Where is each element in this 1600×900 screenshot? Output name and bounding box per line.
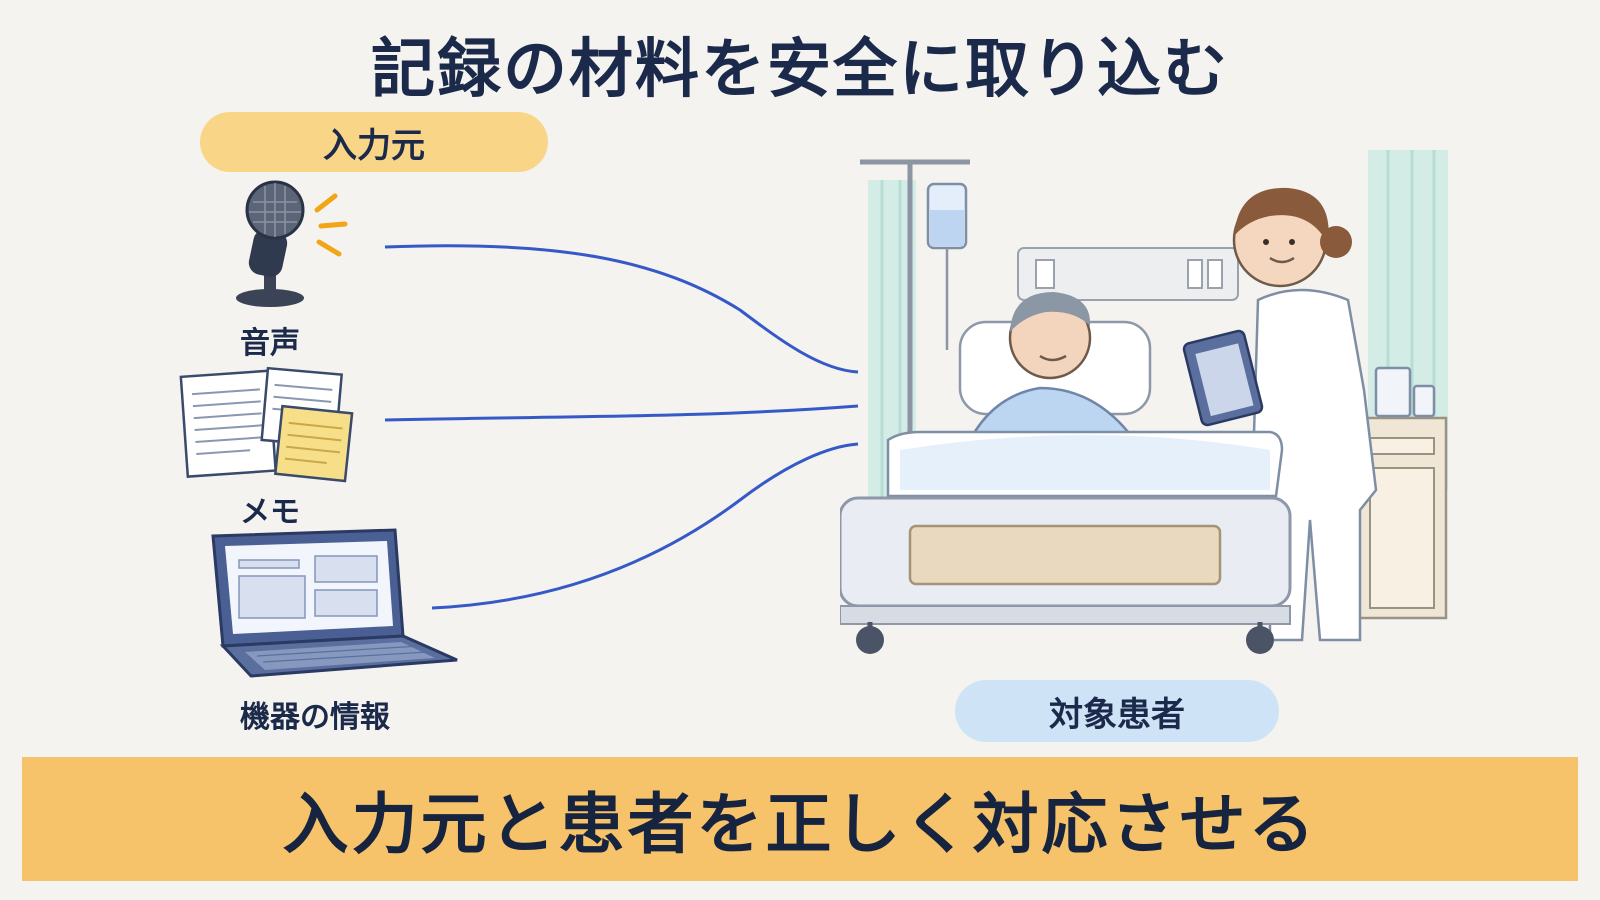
source-label-notes: メモ bbox=[240, 495, 300, 530]
summary-banner: 入力元と患者を正しく対応させる bbox=[22, 757, 1578, 881]
source-label-device: 機器の情報 bbox=[240, 700, 390, 735]
summary-banner-text: 入力元と患者を正しく対応させる bbox=[282, 786, 1318, 863]
hospital-bed-scene-icon bbox=[840, 150, 1480, 680]
connector-voice bbox=[384, 244, 859, 374]
notes-icon bbox=[178, 365, 358, 483]
source-pill: 入力元 bbox=[200, 112, 548, 172]
target-patient-label: 対象患者 bbox=[1049, 694, 1185, 735]
microphone-icon bbox=[205, 180, 375, 310]
page-title: 記録の材料を安全に取り込む bbox=[371, 33, 1229, 107]
source-label-voice: 音声 bbox=[240, 326, 300, 361]
connector-device bbox=[431, 442, 859, 610]
laptop-icon bbox=[205, 528, 465, 686]
source-pill-label: 入力元 bbox=[323, 125, 425, 166]
target-patient-pill: 対象患者 bbox=[955, 680, 1279, 742]
connector-notes bbox=[384, 404, 859, 422]
